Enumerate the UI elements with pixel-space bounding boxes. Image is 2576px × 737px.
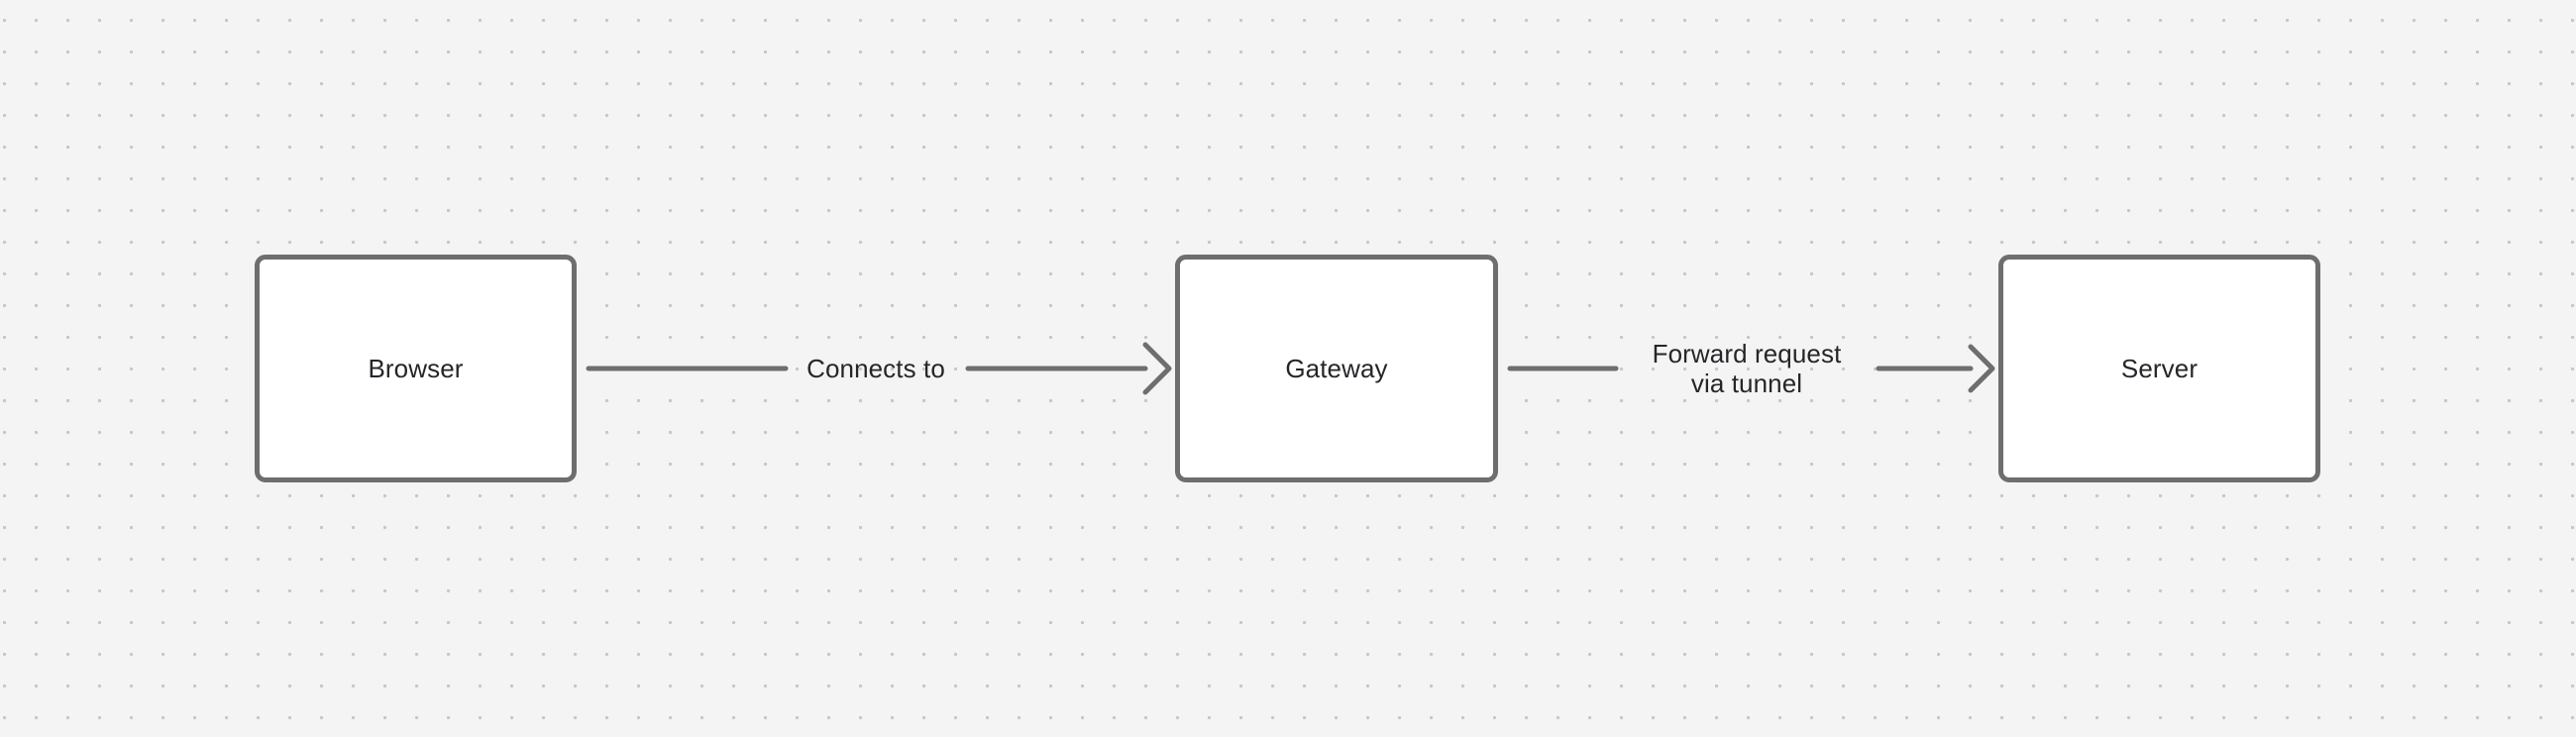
arrowhead-icon <box>1142 342 1172 395</box>
node-label-server: Server <box>2120 353 2199 383</box>
node-label-gateway: Gateway <box>1285 353 1388 383</box>
edge-label-browser-to-gateway[interactable]: Connects to <box>806 354 945 383</box>
arrowhead-icon <box>1968 344 1995 393</box>
node-browser[interactable]: Browser <box>255 255 577 482</box>
node-gateway[interactable]: Gateway <box>1175 255 1498 482</box>
node-label-browser: Browser <box>368 353 464 383</box>
node-server[interactable]: Server <box>1998 255 2320 482</box>
edge-label-gateway-to-server[interactable]: Forward request via tunnel <box>1652 339 1842 398</box>
